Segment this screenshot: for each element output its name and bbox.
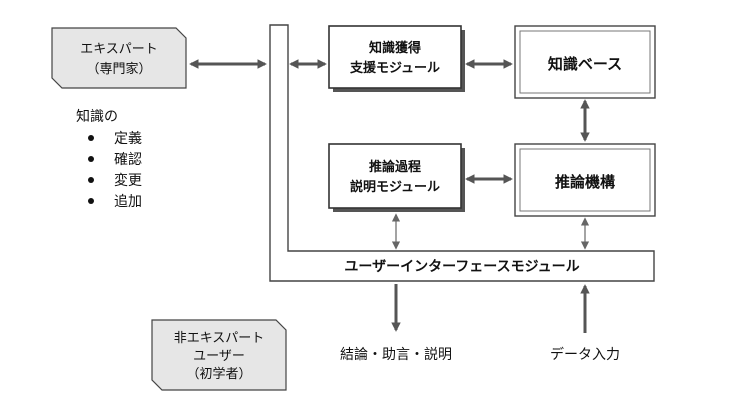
conclusion-label: 結論・助言・説明 [340, 347, 452, 363]
data-input-label: データ入力 [550, 346, 620, 363]
knowledge-ops-heading: 知識の [76, 108, 118, 125]
explanation-sublabel: 説明モジュール [350, 179, 440, 195]
non-expert-note: （初学者） [186, 366, 251, 382]
knowledge-op-item: 追加 [114, 194, 142, 210]
bullet-icon [88, 156, 94, 162]
expert-label: エキスパート [80, 42, 158, 57]
knowledge-base-label: 知識ベース [548, 55, 622, 73]
knowledge-op-item: 変更 [114, 172, 142, 189]
acquisition-sublabel: 支援モジュール [349, 60, 440, 76]
bullet-icon [88, 198, 94, 204]
inference-engine: 推論機構 [514, 143, 656, 217]
expert-sublabel: （専門家） [86, 61, 151, 77]
knowledge-op-item: 確認 [114, 152, 142, 168]
non-expert-sublabel: ユーザー [193, 349, 245, 364]
expert-card: エキスパート （専門家） [51, 27, 187, 89]
non-expert-label: 非エキスパート [174, 331, 265, 346]
explanation-label: 推論過程 [369, 159, 421, 175]
knowledge-base: 知識ベース [514, 25, 656, 99]
inference-engine-label: 推論機構 [555, 173, 615, 191]
ui-module-label: ユーザーインターフェースモジュール [344, 259, 579, 275]
knowledge-op-item: 定義 [114, 130, 142, 147]
bullet-icon [88, 177, 94, 183]
bullet-icon [88, 135, 94, 141]
explanation-module: 推論過程 説明モジュール [328, 143, 465, 212]
acquisition-module: 知識獲得 支援モジュール [328, 25, 465, 92]
ui-connector [269, 24, 655, 282]
non-expert-card: 非エキスパート ユーザー （初学者） [151, 319, 287, 391]
acquisition-label: 知識獲得 [369, 40, 421, 56]
knowledge-ops-list: 知識の 定義 確認 変更 追加 [76, 108, 142, 210]
